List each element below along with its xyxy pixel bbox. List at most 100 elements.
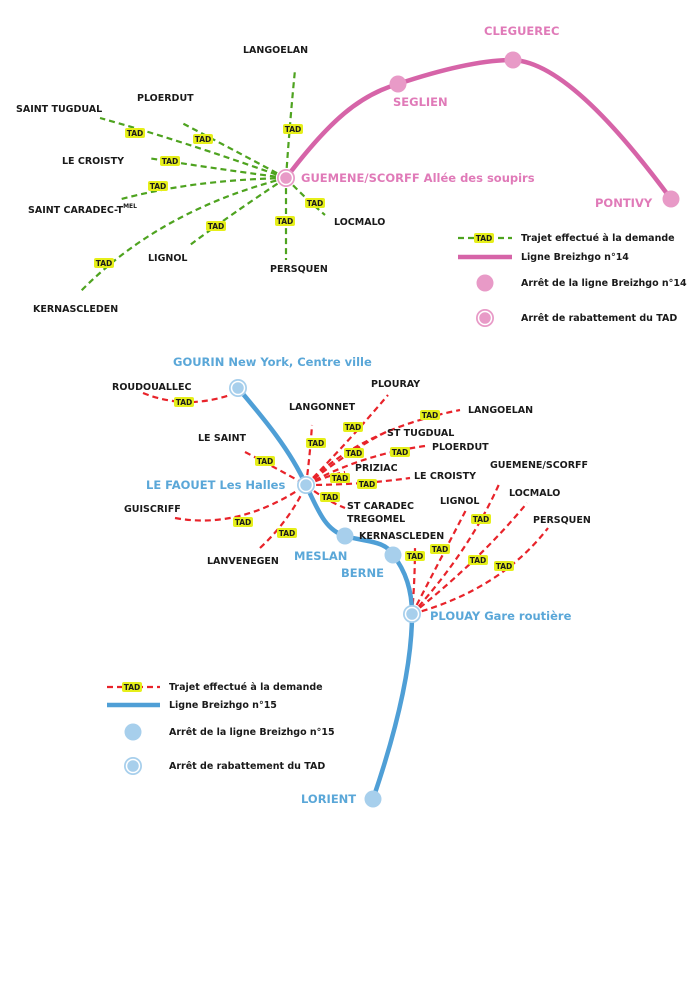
tad-badge: TAD xyxy=(344,448,364,458)
tad-badge: TAD xyxy=(283,124,303,134)
svg-text:TAD: TAD xyxy=(96,259,113,268)
tad-route-guiscriff xyxy=(174,484,307,522)
tad-routes-15-faouet xyxy=(142,391,461,549)
svg-text:TAD: TAD xyxy=(345,423,362,432)
stop-label-cleguerec: CLEGUEREC xyxy=(484,24,559,38)
tad-badge: TAD xyxy=(357,479,377,489)
hub-marker-plouay xyxy=(403,605,421,623)
stops-14 xyxy=(277,51,680,208)
stop-marker-pontivy xyxy=(662,190,680,208)
svg-text:TAD: TAD xyxy=(279,529,296,538)
svg-text:TAD: TAD xyxy=(422,411,439,420)
tad-route-guemene xyxy=(411,481,502,615)
svg-text:TAD: TAD xyxy=(195,135,212,144)
legend-15: TAD Trajet effectué à la demande Ligne B… xyxy=(107,682,335,775)
tad-badge: TAD xyxy=(306,438,326,448)
tad-badge: TAD xyxy=(305,198,325,208)
stop-marker-meslan xyxy=(336,527,354,545)
map-ligne-15: TAD TAD TAD TAD TAD TAD TAD TAD TAD TAD … xyxy=(107,355,591,808)
tad-badge: TAD xyxy=(94,258,114,268)
hub-marker-gourin xyxy=(229,379,247,397)
tad-badge: TAD xyxy=(255,456,275,466)
svg-text:TAD: TAD xyxy=(496,562,513,571)
svg-text:TAD: TAD xyxy=(346,449,363,458)
tad-badge: TAD xyxy=(193,134,213,144)
dest-label-locmalo: LOCMALO xyxy=(334,217,385,228)
stop-label-gourin: GOURIN New York, Centre ville xyxy=(173,355,372,369)
dest-label-ploerdut: PLOERDUT xyxy=(137,93,194,104)
legend-tad-symbol: TAD xyxy=(107,682,160,692)
dest-label-lignol: LIGNOL xyxy=(148,253,187,264)
tad-badge: TAD xyxy=(494,561,514,571)
tad-badge: TAD xyxy=(471,514,491,524)
stop-label-le-faouet: LE FAOUET Les Halles xyxy=(146,478,285,492)
legend-stop-symbol xyxy=(476,274,494,292)
stop-label-seglien: SEGLIEN xyxy=(393,95,448,109)
legend-hub-text: Arrêt de rabattement du TAD xyxy=(169,761,325,772)
tad-route-langonnet xyxy=(304,424,314,486)
dest-label-persquen: PERSQUEN xyxy=(533,515,591,526)
tad-route-lignol xyxy=(411,509,467,615)
tad-route-saint-caradec xyxy=(117,176,287,202)
tad-route-lignol xyxy=(189,177,287,246)
svg-text:TAD: TAD xyxy=(332,474,349,483)
dest-label-guemene: GUEMENE/SCORFF xyxy=(490,460,588,471)
svg-text:TAD: TAD xyxy=(476,234,493,243)
stop-label-meslan: MESLAN xyxy=(294,549,347,563)
tad-badges-15: TAD TAD TAD TAD TAD TAD TAD TAD TAD TAD … xyxy=(174,397,514,571)
svg-text:TAD: TAD xyxy=(257,457,274,466)
svg-text:TAD: TAD xyxy=(307,199,324,208)
hub-marker-le-faouet xyxy=(297,476,315,494)
svg-text:TAD: TAD xyxy=(124,683,141,692)
tad-badge: TAD xyxy=(430,544,450,554)
hub-marker-guemene xyxy=(277,169,295,187)
tad-route-lanvenegen xyxy=(259,484,308,549)
svg-text:TAD: TAD xyxy=(407,552,424,561)
svg-text:TAD: TAD xyxy=(285,125,302,134)
tad-badge: TAD xyxy=(174,397,194,407)
svg-text:TAD: TAD xyxy=(208,222,225,231)
svg-text:TAD: TAD xyxy=(392,448,409,457)
dest-label-langonnet: LANGONNET xyxy=(289,402,356,413)
dest-label-plouray: PLOURAY xyxy=(371,379,420,390)
stop-marker-berne xyxy=(384,546,402,564)
legend-line-text: Ligne Breizhgo n°14 xyxy=(521,252,629,263)
svg-text:TAD: TAD xyxy=(473,515,490,524)
dest-label-st-tugdual: ST TUGDUAL xyxy=(387,428,454,439)
tad-badge: TAD xyxy=(160,156,180,166)
tad-route-saint-tugdual xyxy=(99,116,287,180)
legend-tad-text: Trajet effectué à la demande xyxy=(169,682,323,693)
tad-badge: TAD xyxy=(125,128,145,138)
legend-stop-text: Arrêt de la ligne Breizhgo n°14 xyxy=(521,278,687,289)
dest-label-locmalo: LOCMALO xyxy=(509,488,560,499)
svg-text:TAD: TAD xyxy=(150,182,167,191)
dest-label-saint-tugdual: SAINT TUGDUAL xyxy=(16,104,102,115)
legend-stop-symbol xyxy=(124,723,142,741)
dest-label-langoelan: LANGOELAN xyxy=(243,45,308,56)
stop-marker-seglien xyxy=(389,75,407,93)
legend-hub-symbol xyxy=(124,757,142,775)
svg-text:TAD: TAD xyxy=(470,556,487,565)
stops-15 xyxy=(229,379,421,808)
dest-label-le-croisty: LE CROISTY xyxy=(414,471,476,482)
stop-label-berne: BERNE xyxy=(341,566,384,580)
stop-label-guemene: GUEMENE/SCORFF Allée des soupirs xyxy=(301,171,535,185)
svg-text:TAD: TAD xyxy=(127,129,144,138)
legend-hub-text: Arrêt de rabattement du TAD xyxy=(521,313,677,324)
svg-text:TAD: TAD xyxy=(162,157,179,166)
tad-badges-14: TAD TAD TAD TAD TAD TAD TAD TAD TAD xyxy=(94,124,325,268)
tad-badge: TAD xyxy=(468,555,488,565)
dest-label-lignol: LIGNOL xyxy=(440,496,479,507)
tad-badge: TAD xyxy=(343,422,363,432)
tad-badge: TAD xyxy=(420,410,440,420)
stop-label-pontivy: PONTIVY xyxy=(595,196,653,210)
svg-text:TAD: TAD xyxy=(176,398,193,407)
stop-label-plouay: PLOUAY Gare routière xyxy=(430,609,572,623)
dest-label-ploerdut: PLOERDUT xyxy=(432,442,489,453)
dest-label-saint-caradec: SAINT CARADEC-TMEL xyxy=(28,203,137,216)
legend-line-text: Ligne Breizhgo n°15 xyxy=(169,700,277,711)
tad-badge: TAD xyxy=(390,447,410,457)
tad-route-ploerdut xyxy=(305,444,426,486)
dest-label-roudouallec: ROUDOUALLEC xyxy=(112,382,191,393)
